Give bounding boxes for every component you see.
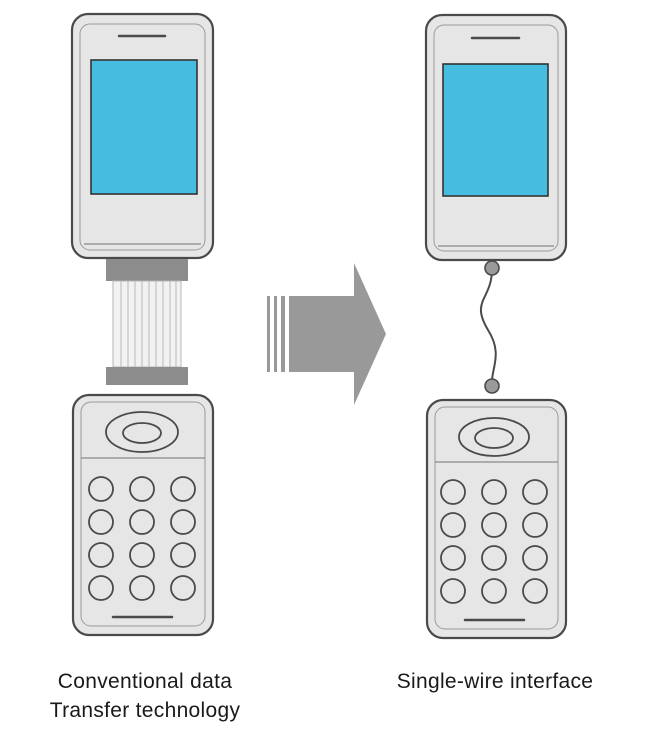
left-caption-line2: Transfer technology — [49, 699, 241, 722]
ribbon-cable — [112, 280, 182, 368]
single-wire-connector — [479, 260, 500, 394]
right-screen — [442, 63, 549, 197]
left-phone-lower — [71, 393, 215, 637]
right-arrow-icon — [267, 263, 386, 405]
right-phone-lower — [425, 398, 568, 640]
left-phone — [70, 12, 215, 637]
wire-bottom-node — [484, 378, 500, 394]
single-wire — [479, 268, 497, 387]
right-caption-line1: Single-wire interface — [396, 670, 594, 693]
left-keypad — [88, 476, 196, 601]
right-caption: Single-wire interface — [350, 667, 640, 696]
wire-top-node — [484, 260, 500, 276]
right-keypad — [440, 479, 548, 604]
ribbon-top-connector — [106, 259, 188, 281]
left-screen — [90, 59, 198, 195]
left-caption: Conventional data Transfer technology — [10, 667, 280, 725]
right-nav-key — [458, 417, 530, 457]
right-phone — [424, 13, 568, 640]
ribbon-bottom-connector — [106, 367, 188, 385]
left-nav-key — [105, 411, 179, 453]
right-phone-upper — [424, 13, 568, 262]
left-caption-line1: Conventional data — [57, 670, 233, 693]
flex-ribbon-connector — [106, 259, 188, 385]
left-phone-upper — [70, 12, 215, 260]
